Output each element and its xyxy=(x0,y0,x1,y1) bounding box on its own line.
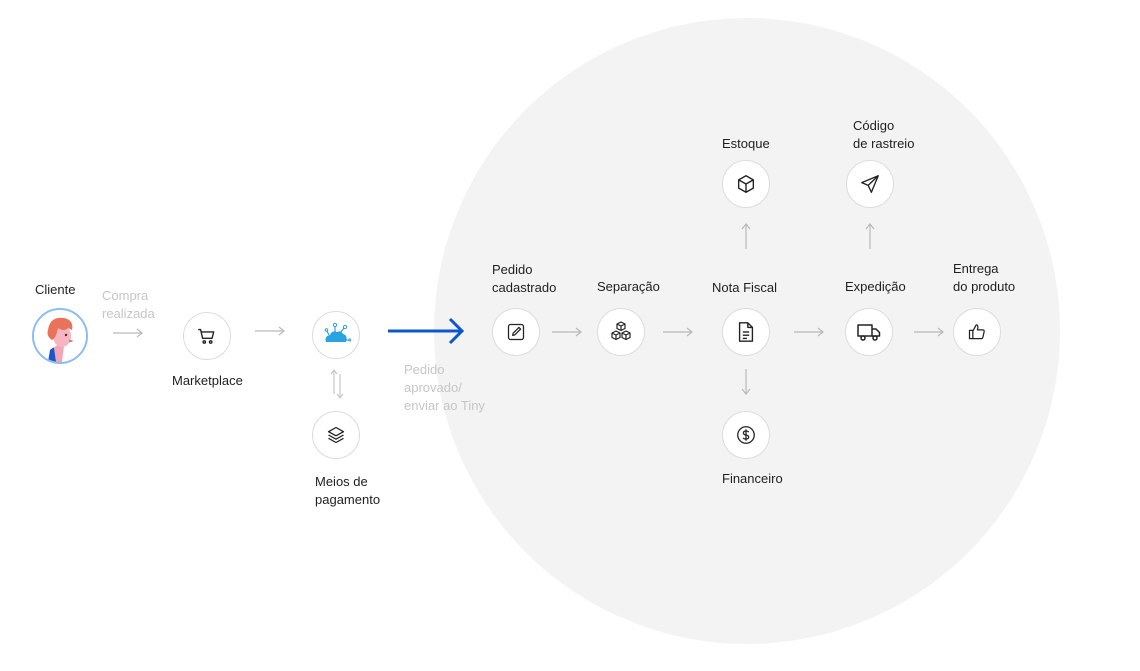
codigo-rastreio-label: Código de rastreio xyxy=(853,117,914,153)
arrow-right-icon xyxy=(663,327,693,337)
arrow-down-icon xyxy=(741,369,751,395)
separacao-label: Separação xyxy=(597,279,660,294)
estoque-node[interactable] xyxy=(722,160,770,208)
arrow-right-icon xyxy=(552,327,582,337)
send-icon xyxy=(861,175,879,193)
arrow-right-icon xyxy=(255,326,285,336)
boxes-icon xyxy=(611,321,631,341)
separacao-node[interactable] xyxy=(597,308,645,356)
integration-node[interactable] xyxy=(312,311,360,359)
meios-line1: Meios de xyxy=(315,474,368,489)
arrow-bidirectional-icon xyxy=(330,369,344,399)
arrow-up-icon xyxy=(865,223,875,249)
pedido-aprovado-line2: aprovado/ xyxy=(404,380,462,395)
integration-cloud-icon xyxy=(324,322,351,342)
cliente-label: Cliente xyxy=(35,282,76,297)
entrega-line2: do produto xyxy=(953,279,1016,294)
entrega-line1: Entrega xyxy=(953,261,999,276)
codigo-rastreio-node[interactable] xyxy=(846,160,894,208)
truck-icon xyxy=(857,324,881,341)
layers-icon xyxy=(327,426,345,444)
entrega-label: Entrega do produto xyxy=(953,260,1015,296)
marketplace-label: Marketplace xyxy=(172,373,243,388)
meios-pagamento-node[interactable] xyxy=(312,411,360,459)
nota-fiscal-node[interactable] xyxy=(722,308,770,356)
pedido-cadastrado-label: Pedido cadastrado xyxy=(492,261,556,297)
estoque-label: Estoque xyxy=(722,136,770,151)
codigo-line1: Código xyxy=(853,118,895,133)
arrow-right-icon xyxy=(914,327,944,337)
pedido-aprovado-line3: enviar ao Tiny xyxy=(404,398,485,413)
entrega-node[interactable] xyxy=(953,308,1001,356)
pedido-cadastrado-node[interactable] xyxy=(492,308,540,356)
compra-line1: Compra xyxy=(102,288,149,303)
expedicao-label: Expedição xyxy=(845,279,906,294)
codigo-line2: de rastreio xyxy=(853,136,915,151)
financeiro-node[interactable] xyxy=(722,411,770,459)
user-avatar-icon xyxy=(32,308,88,364)
meios-pagamento-label: Meios de pagamento xyxy=(315,473,380,509)
pedido-cadastrado-line1: Pedido xyxy=(492,262,533,277)
edit-icon xyxy=(507,323,525,341)
arrow-up-icon xyxy=(741,223,751,249)
compra-line2: realizada xyxy=(102,306,155,321)
box-icon xyxy=(737,175,755,193)
pedido-aprovado-label: Pedido aprovado/ enviar ao Tiny xyxy=(404,361,485,415)
pedido-aprovado-line1: Pedido xyxy=(404,362,445,377)
financeiro-label: Financeiro xyxy=(722,471,783,486)
cart-icon xyxy=(198,328,215,344)
arrow-right-icon xyxy=(794,327,824,337)
expedicao-node[interactable] xyxy=(845,308,893,356)
pedido-cadastrado-line2: cadastrado xyxy=(492,280,557,295)
meios-line2: pagamento xyxy=(315,492,381,507)
marketplace-node[interactable] xyxy=(183,312,231,360)
main-arrow-icon xyxy=(388,317,465,345)
document-icon xyxy=(738,322,754,342)
arrow-right-icon xyxy=(113,328,143,338)
thumbs-up-icon xyxy=(968,324,985,340)
nota-fiscal-label: Nota Fiscal xyxy=(712,280,778,295)
dollar-icon xyxy=(737,426,755,444)
compra-realizada-label: Compra realizada xyxy=(102,287,155,323)
